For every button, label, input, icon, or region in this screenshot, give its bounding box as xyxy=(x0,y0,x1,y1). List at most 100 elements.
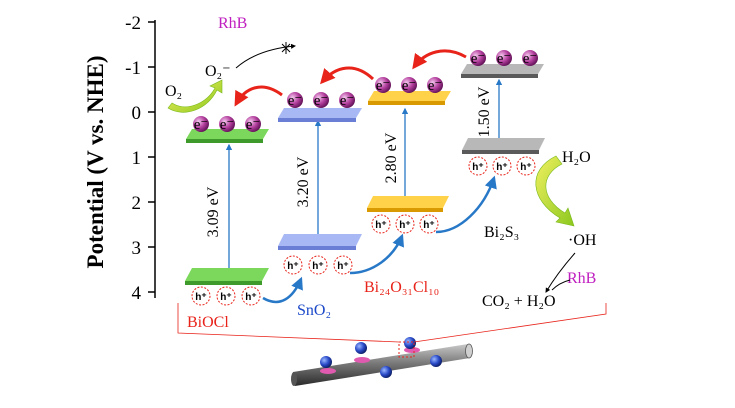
nanorod-illustration xyxy=(177,303,607,386)
electron: e⁻ xyxy=(496,50,512,67)
biocl-valence-band xyxy=(185,268,269,285)
hole: h⁺ xyxy=(283,255,303,275)
label-rhb-top: RhB xyxy=(218,15,247,32)
biocl-bands xyxy=(185,129,269,285)
electron: e⁻ xyxy=(401,77,417,94)
label-biocl: BiOCl xyxy=(187,314,229,331)
electron: e⁻ xyxy=(522,50,538,67)
svg-text:e⁻: e⁻ xyxy=(402,78,417,94)
hole: h⁺ xyxy=(395,214,415,234)
electron: e⁻ xyxy=(313,92,329,109)
axis-title: Potential (V vs. NHE) xyxy=(83,56,108,269)
hole-transfer-arrows xyxy=(262,175,497,304)
electron: e⁻ xyxy=(339,92,355,109)
svg-text:h⁺: h⁺ xyxy=(195,292,206,303)
tick-label-4: 4 xyxy=(132,283,142,304)
star-icon xyxy=(281,42,291,54)
sno2-valence-band xyxy=(278,234,362,250)
bi24o31cl10-conduction-band xyxy=(368,91,451,105)
bi2s3-conduction-band xyxy=(461,64,544,78)
svg-text:h⁺: h⁺ xyxy=(245,292,256,303)
hole: h⁺ xyxy=(308,255,328,275)
bi2s3-valence-band xyxy=(462,138,545,154)
hole: h⁺ xyxy=(216,286,236,306)
hole: h⁺ xyxy=(468,156,488,176)
svg-text:e⁻: e⁻ xyxy=(288,93,303,109)
o2-reduction-arrow xyxy=(167,79,223,113)
biocl-conduction-band xyxy=(186,129,269,143)
electron: e⁻ xyxy=(245,116,261,133)
tick-label-neg1: -1 xyxy=(125,58,141,79)
svg-text:e⁻: e⁻ xyxy=(471,51,486,67)
svg-text:h⁺: h⁺ xyxy=(472,162,483,173)
electron: e⁻ xyxy=(287,92,303,109)
svg-text:h⁺: h⁺ xyxy=(312,261,323,272)
tick-label-2: 2 xyxy=(132,193,142,214)
electron: e⁻ xyxy=(470,50,486,67)
reduction-reaction: RhB O₂ O₂⁻ xyxy=(165,15,296,113)
svg-text:e⁻: e⁻ xyxy=(376,78,391,94)
label-oh-radical: ·OH xyxy=(568,232,597,249)
bi2s3-bands xyxy=(461,64,545,154)
svg-text:h⁺: h⁺ xyxy=(399,220,410,231)
h2o-oxidation-arrow xyxy=(535,155,575,227)
svg-text:h⁺: h⁺ xyxy=(375,220,386,231)
svg-text:h⁺: h⁺ xyxy=(220,292,231,303)
svg-text:e⁻: e⁻ xyxy=(220,117,235,133)
label-h2o: H₂O xyxy=(562,149,591,166)
band-gap-sno2: 3.20 eV xyxy=(295,156,312,207)
tick-label-0: 0 xyxy=(132,103,142,124)
svg-text:e⁻: e⁻ xyxy=(497,51,512,67)
hole: h⁺ xyxy=(241,286,261,306)
rhb-merge-line xyxy=(551,279,571,291)
rhb-degradation-arrow xyxy=(235,43,296,69)
svg-text:h⁺: h⁺ xyxy=(423,220,434,231)
svg-text:h⁺: h⁺ xyxy=(520,162,531,173)
tick-label-1: 1 xyxy=(132,148,142,169)
excitation-lines xyxy=(225,78,503,282)
axis-ticks xyxy=(148,21,155,293)
hole: h⁺ xyxy=(371,214,391,234)
potential-axis: -2 -1 0 1 2 3 4 Potential (V vs. NHE) xyxy=(83,13,156,304)
band-gap-bi2s3: 1.50 eV xyxy=(476,86,493,137)
svg-text:h⁺: h⁺ xyxy=(337,261,348,272)
hole: h⁺ xyxy=(333,255,353,275)
electron: e⁻ xyxy=(427,77,443,94)
band-gap-biocl: 3.09 eV xyxy=(205,186,222,237)
electron: e⁻ xyxy=(193,116,209,133)
label-products: CO₂ + H₂O xyxy=(482,293,556,310)
electron: e⁻ xyxy=(219,116,235,133)
band-gap-bi24o31cl10: 2.80 eV xyxy=(383,132,400,183)
label-rhb-right: RhB xyxy=(567,270,596,287)
tick-label-neg2: -2 xyxy=(125,13,141,34)
sno2-conduction-band xyxy=(278,108,362,122)
electrons: e⁻ e⁻ e⁻ e⁻ e⁻ e⁻ e⁻ e⁻ e⁻ e⁻ e⁻ e⁻ xyxy=(193,50,538,133)
rhb-oxidation-arrow xyxy=(545,252,576,293)
bi24o31cl10-valence-band xyxy=(367,196,449,212)
hole: h⁺ xyxy=(419,214,439,234)
bi24o31cl10-bands xyxy=(367,91,451,212)
sno2-bands xyxy=(278,108,362,250)
oxidation-reaction: H₂O ·OH RhB CO₂ + H₂O xyxy=(482,149,597,310)
svg-text:h⁺: h⁺ xyxy=(287,261,298,272)
svg-text:e⁻: e⁻ xyxy=(246,117,261,133)
hole: h⁺ xyxy=(516,156,536,176)
electron: e⁻ xyxy=(375,77,391,94)
label-o2-radical: O₂⁻ xyxy=(205,63,231,80)
svg-text:e⁻: e⁻ xyxy=(428,78,443,94)
hole: h⁺ xyxy=(191,286,211,306)
label-sno2: SnO₂ xyxy=(297,302,331,319)
electron-transfer-arrows xyxy=(234,49,467,107)
label-bi2s3: Bi₂S₃ xyxy=(484,224,519,241)
hole: h⁺ xyxy=(492,156,512,176)
zoom-box xyxy=(398,341,415,358)
label-o2: O₂ xyxy=(165,83,182,100)
svg-text:e⁻: e⁻ xyxy=(523,51,538,67)
svg-text:e⁻: e⁻ xyxy=(314,93,329,109)
svg-text:e⁻: e⁻ xyxy=(194,117,209,133)
label-bi24o31cl10: Bi₂₄O₃₁Cl₁₀ xyxy=(364,279,439,296)
tick-label-3: 3 xyxy=(132,238,142,259)
holes: h⁺ h⁺ h⁺ h⁺ h⁺ h⁺ h⁺ h⁺ h⁺ h⁺ h⁺ h⁺ xyxy=(191,156,536,306)
svg-text:h⁺: h⁺ xyxy=(496,162,507,173)
